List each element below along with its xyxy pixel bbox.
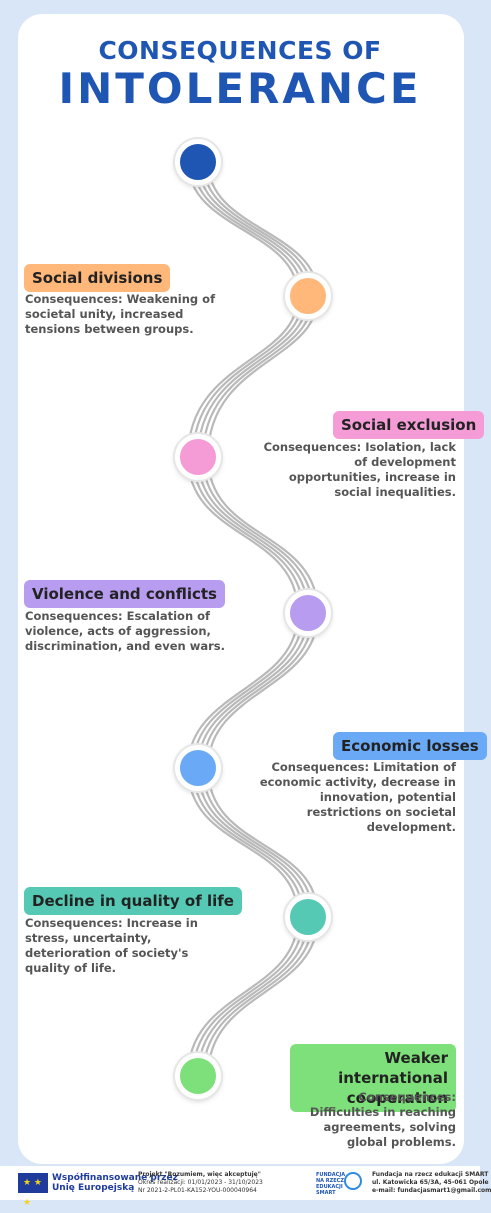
label-decline-quality: Decline in quality of life	[24, 887, 242, 915]
desc-social-divisions: Consequences: Weakening of societal unit…	[25, 292, 216, 336]
project-line-3: Nr 2021-2-PL01-KA152-YOU-000040964	[138, 1187, 257, 1194]
label-violence-conflicts: Violence and conflicts	[24, 580, 225, 608]
title-line-1: CONSEQUENCES OF	[98, 36, 382, 65]
desc-decline-quality: Consequences: Increase in stress, uncert…	[25, 916, 198, 975]
node-social-divisions	[285, 273, 331, 319]
foundation-line-2: ul. Katowicka 65/3A, 45-061 Opole	[372, 1179, 489, 1186]
footer: ★ ★ ★ Współfinansowane przez Unię Europe…	[0, 1166, 491, 1208]
eu-flag-icon: ★ ★ ★	[18, 1173, 48, 1208]
foundation-line-3: e-mail: fundacjasmart1@gmail.com	[372, 1187, 491, 1194]
smart-logo-text: FUNDACJA NA RZECZ EDUKACJI SMART	[316, 1172, 346, 1196]
desc-social-exclusion: Consequences: Isolation, lack of develop…	[263, 440, 456, 499]
node-economic-losses	[175, 745, 221, 791]
start-node	[175, 139, 221, 185]
eu-line-1: Współfinansowane przez	[52, 1173, 178, 1183]
foundation-info: Fundacja na rzecz edukacji SMART ul. Kat…	[372, 1171, 491, 1195]
desc-weaker-cooperation: Consequences: Difficulties in reaching a…	[309, 1090, 456, 1149]
project-info: Projekt "Rozumiem, więc akceptuję" Okres…	[138, 1171, 263, 1195]
label-social-exclusion: Social exclusion	[333, 411, 485, 439]
desc-violence-conflicts: Consequences: Escalation of violence, ac…	[25, 609, 225, 653]
project-line-2: Okres realizacji: 01/01/2023 - 31/10/202…	[138, 1179, 263, 1186]
node-violence-conflicts	[285, 590, 331, 636]
desc-economic-losses: Consequences: Limitation of economic act…	[259, 760, 456, 834]
eu-line-2: Unię Europejską	[52, 1183, 135, 1193]
node-social-exclusion	[175, 434, 221, 480]
node-weaker-cooperation	[175, 1053, 221, 1099]
label-weaker-cooperation: Weaker international cooperation	[290, 1044, 456, 1112]
label-social-divisions: Social divisions	[24, 264, 171, 292]
label-economic-losses: Economic losses	[333, 732, 487, 760]
project-line-1: Projekt "Rozumiem, więc akceptuję"	[138, 1171, 261, 1178]
title-line-2: INTOLERANCE	[58, 64, 422, 113]
node-decline-quality	[285, 894, 331, 940]
eu-cofunding-text: Współfinansowane przez Unię Europejską	[52, 1173, 178, 1193]
foundation-line-1: Fundacja na rzecz edukacji SMART	[372, 1171, 489, 1178]
smart-logo-icon	[344, 1172, 362, 1190]
